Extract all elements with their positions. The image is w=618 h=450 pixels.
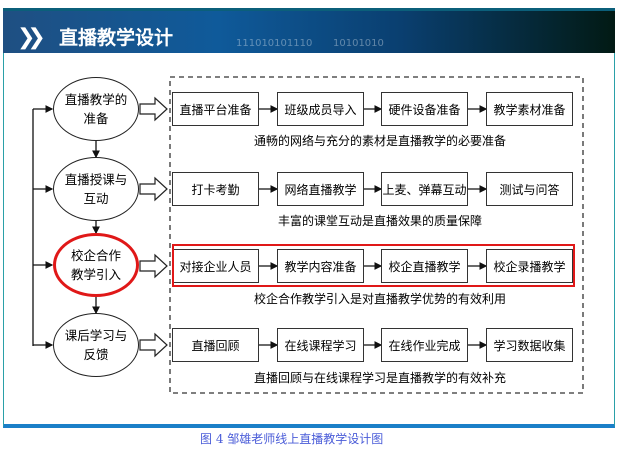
stage-oval: 校企合作教学引入	[53, 233, 139, 297]
hollow-arrow-icon	[139, 332, 168, 358]
slide-header: ❯❯ 直播教学设计 111010101110 10101010	[3, 8, 615, 53]
stage-oval: 直播教学的准备	[53, 77, 139, 141]
step-box: 对接企业人员	[172, 249, 259, 283]
stage-caption: 校企合作教学引入是对直播教学优势的有效利用	[253, 292, 506, 306]
step-box: 在线作业完成	[381, 328, 468, 362]
stage-caption: 直播回顾与在线课程学习是直播教学的有效补充	[253, 371, 506, 385]
binary-decoration: 111010101110	[236, 38, 313, 49]
step-box: 在线课程学习	[277, 328, 364, 362]
stage-oval: 课后学习与反馈	[53, 313, 139, 377]
binary-decoration: 10101010	[333, 38, 384, 49]
step-box: 校企录播教学	[486, 249, 573, 283]
stage-caption: 丰富的课堂互动是直播效果的质量保障	[277, 214, 482, 228]
step-box: 教学内容准备	[277, 249, 364, 283]
step-box: 班级成员导入	[277, 92, 364, 126]
step-box: 网络直播教学	[277, 172, 364, 206]
highlight-box	[172, 244, 575, 287]
hollow-arrow-icon	[139, 176, 168, 202]
stage-oval: 直播授课与互动	[53, 157, 139, 221]
step-box: 上麦、弹幕互动	[381, 172, 468, 206]
dashed-container	[169, 76, 584, 394]
hollow-arrow-icon	[139, 96, 168, 122]
hollow-arrow-icon	[139, 253, 168, 279]
slide-title: 直播教学设计	[59, 27, 174, 49]
stage-caption: 通畅的网络与充分的素材是直播教学的必要准备	[253, 134, 506, 148]
step-box: 学习数据收集	[486, 328, 573, 362]
step-box: 测试与问答	[486, 172, 573, 206]
step-box: 打卡考勤	[172, 172, 259, 206]
step-box: 硬件设备准备	[381, 92, 468, 126]
step-box: 直播平台准备	[172, 92, 259, 126]
step-box: 直播回顾	[172, 328, 259, 362]
figure-caption: 图 4 邹雄老师线上直播教学设计图	[200, 432, 384, 446]
step-box: 教学素材准备	[486, 92, 573, 126]
step-box: 校企直播教学	[381, 249, 468, 283]
